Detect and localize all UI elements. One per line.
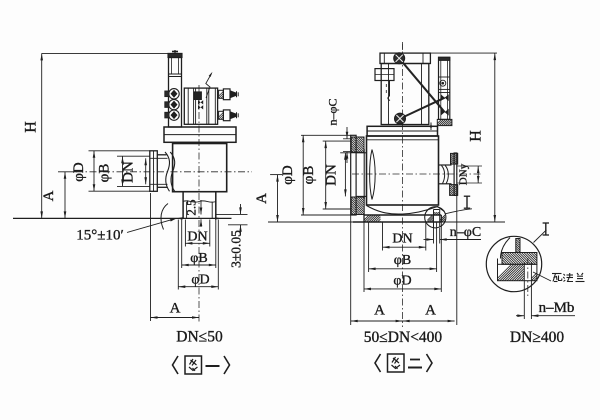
svg-text:15°±10′: 15°±10′ — [76, 228, 124, 244]
svg-text:φB: φB — [190, 251, 207, 266]
svg-text:φD: φD — [280, 165, 296, 185]
svg-text:φB: φB — [394, 253, 411, 268]
svg-text:A: A — [425, 303, 436, 319]
svg-text:A: A — [374, 303, 385, 319]
svg-text:φD: φD — [393, 274, 411, 289]
svg-text:φD: φD — [71, 162, 87, 182]
svg-text:3±0.05: 3±0.05 — [229, 230, 244, 268]
svg-text:φB: φB — [97, 164, 113, 183]
svg-text:DN≥400: DN≥400 — [510, 329, 564, 346]
svg-text:2.5: 2.5 — [184, 199, 199, 215]
svg-text:n–Mb: n–Mb — [539, 300, 575, 316]
svg-text:DN≤50: DN≤50 — [176, 329, 223, 346]
svg-text:DN: DN — [121, 161, 137, 183]
svg-text:φB: φB — [301, 166, 317, 185]
svg-text:H: H — [468, 130, 485, 142]
svg-text:DN: DN — [324, 164, 340, 186]
svg-text:50≤DN<400: 50≤DN<400 — [364, 329, 443, 346]
svg-text:DN: DN — [187, 230, 207, 245]
svg-text:DN: DN — [392, 232, 412, 247]
svg-text:A: A — [254, 193, 270, 204]
svg-text:A: A — [170, 301, 181, 317]
svg-text:H: H — [23, 121, 40, 133]
svg-text:φD: φD — [191, 273, 209, 288]
svg-text:n–φC: n–φC — [450, 225, 481, 240]
svg-text:DNy: DNy — [458, 163, 470, 185]
svg-text:A: A — [41, 190, 57, 201]
svg-text:n–φC: n–φC — [326, 99, 340, 126]
